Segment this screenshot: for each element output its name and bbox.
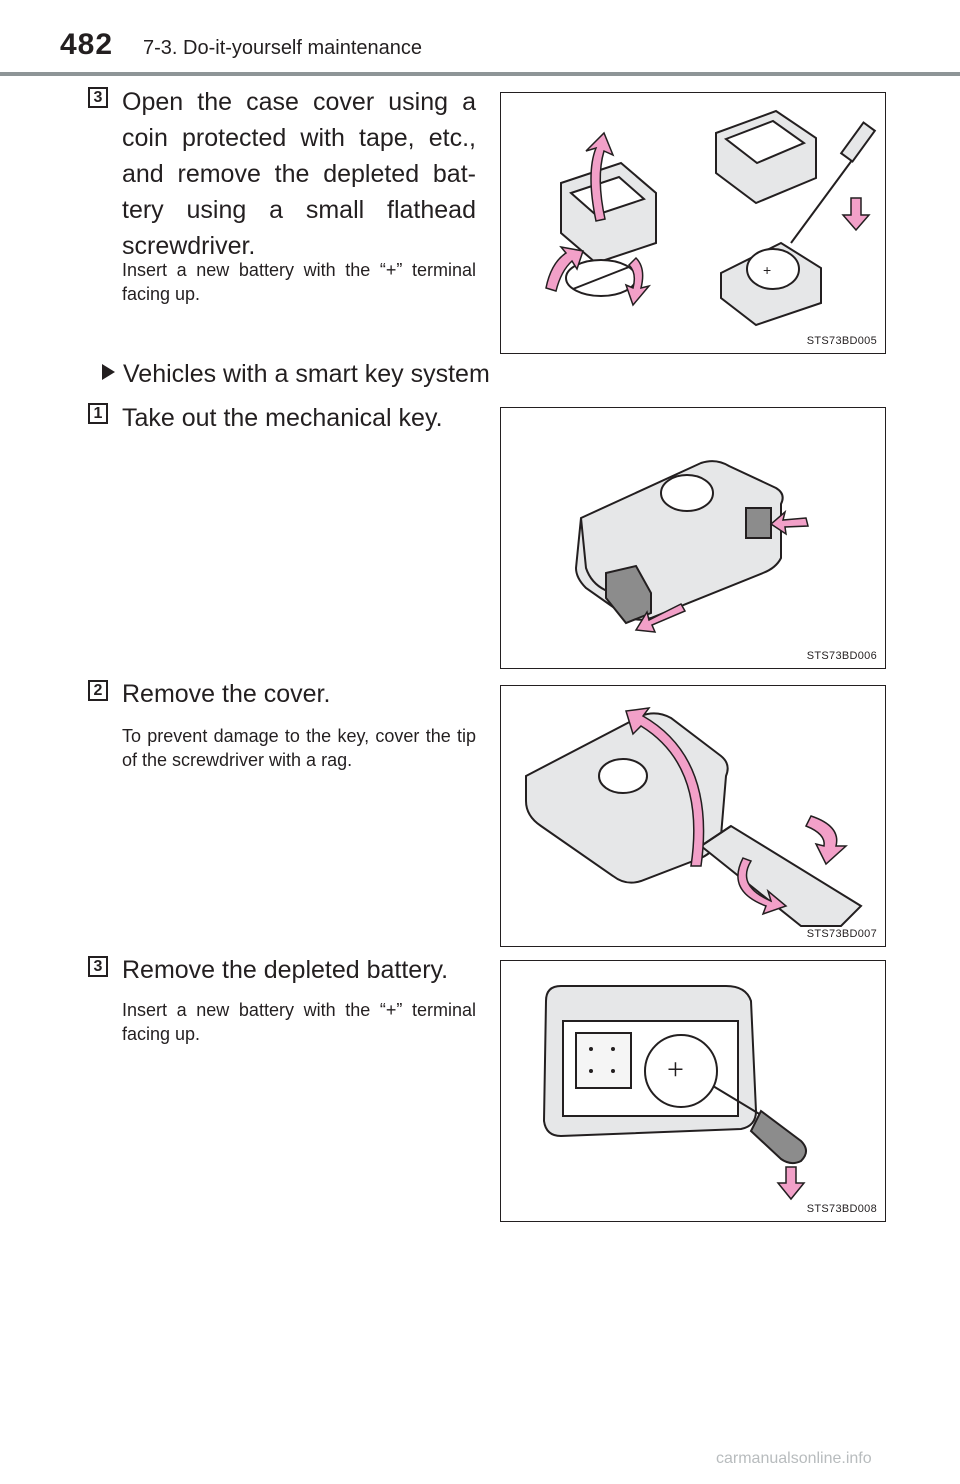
step-note: Insert a new battery with the “+” termin… xyxy=(122,260,476,304)
take-out-key-illustration xyxy=(574,460,809,633)
step-note: Insert a new battery with the “+” termin… xyxy=(122,1000,476,1044)
section-title: 7-3. Do-it-yourself maintenance xyxy=(143,37,423,59)
header-rule xyxy=(0,72,960,76)
figure-remove-battery: + STS73BD008 xyxy=(500,960,886,1222)
step-badge: 3 xyxy=(88,956,108,977)
open-case-illustration: + xyxy=(545,109,877,327)
step-instruction: Take out the mechanical key. xyxy=(122,404,443,432)
figure-remove-cover: STS73BD007 xyxy=(500,685,886,947)
svg-text:+: + xyxy=(763,262,771,278)
step-note: To prevent damage to the key, cover the … xyxy=(122,726,476,770)
step-badge: 1 xyxy=(88,403,108,424)
figure-code: STS73BD006 xyxy=(806,650,877,662)
section-heading-text: Vehicles with a smart key system xyxy=(123,360,490,388)
triangle-bullet-icon xyxy=(102,364,115,380)
step-instruction: Remove the cover. xyxy=(122,680,331,708)
figure-open-case-cover: + STS73BD005 xyxy=(500,92,886,354)
remove-cover-illustration xyxy=(525,707,863,927)
svg-text:+: + xyxy=(667,1053,684,1086)
figure-code: STS73BD008 xyxy=(806,1203,877,1215)
figure-code: STS73BD005 xyxy=(806,335,877,347)
step-instruction: Open the case cover using a coin protect… xyxy=(122,88,476,260)
step-badge: 2 xyxy=(88,680,108,701)
page-number: 482 xyxy=(60,28,114,61)
section-heading: Vehicles with a smart key system xyxy=(102,358,490,390)
step-badge: 3 xyxy=(88,87,108,108)
remove-battery-illustration: + xyxy=(542,985,807,1201)
figure-code: STS73BD007 xyxy=(806,928,877,940)
step-instruction: Remove the depleted battery. xyxy=(122,956,449,984)
watermark: carmanualsonline.info xyxy=(716,1450,872,1467)
figure-take-out-key: STS73BD006 xyxy=(500,407,886,669)
